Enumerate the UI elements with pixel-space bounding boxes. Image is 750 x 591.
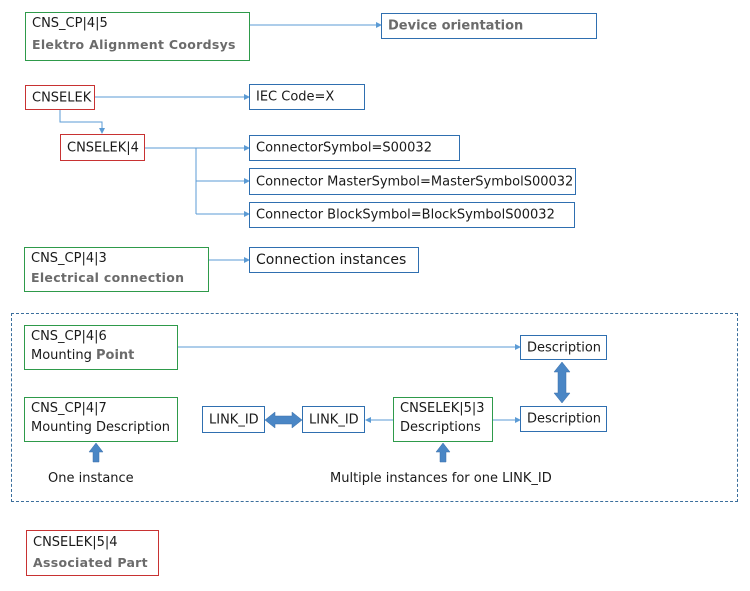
box-description-bottom-label: Description bbox=[527, 411, 602, 427]
box-cns-cp-4-6[interactable]: CNS_CP|4|6 Mounting Point bbox=[24, 325, 178, 370]
box-iec-code-label: IEC Code=X bbox=[256, 89, 335, 105]
box-cnselek-4-label: CNSELEK|4 bbox=[67, 140, 139, 155]
box-cnselek-5-3-title: CNSELEK|5|3 bbox=[400, 401, 485, 416]
box-iec-code[interactable]: IEC Code=X bbox=[249, 84, 365, 110]
box-link-id-right[interactable]: LINK_ID bbox=[302, 406, 365, 433]
box-description-top-label: Description bbox=[527, 340, 602, 355]
box-connector-master-symbol[interactable]: Connector MasterSymbol=MasterSymbolS0003… bbox=[249, 168, 576, 195]
label-multiple-instances: Multiple instances for one LINK_ID bbox=[330, 471, 552, 486]
box-cns-cp-4-6-subtitle-b: Point bbox=[95, 348, 135, 363]
box-cnselek-5-3[interactable]: CNSELEK|5|3 Descriptions bbox=[393, 397, 493, 442]
arrow-cnselek-to-cnselek-4 bbox=[59, 110, 105, 134]
box-cnselek-4[interactable]: CNSELEK|4 bbox=[60, 134, 145, 161]
box-cnselek-5-3-subtitle: Descriptions bbox=[400, 420, 481, 435]
box-link-id-left-label: LINK_ID bbox=[209, 412, 259, 427]
box-cns-cp-4-6-title: CNS_CP|4|6 bbox=[31, 329, 107, 344]
box-connector-master-symbol-label: Connector MasterSymbol=MasterSymbolS0003… bbox=[256, 174, 574, 189]
box-cnselek-5-4-subtitle: Associated Part bbox=[33, 555, 148, 570]
box-link-id-left[interactable]: LINK_ID bbox=[202, 406, 265, 433]
box-device-orientation[interactable]: Device orientation bbox=[381, 13, 597, 39]
box-description-bottom[interactable]: Description bbox=[520, 406, 607, 432]
box-cnselek-5-4-title: CNSELEK|5|4 bbox=[33, 535, 118, 550]
box-description-top[interactable]: Description bbox=[520, 335, 607, 360]
box-cns-cp-4-3-subtitle: Electrical connection bbox=[31, 270, 185, 285]
box-cnselek-5-4[interactable]: CNSELEK|5|4 Associated Part bbox=[26, 530, 159, 576]
box-connector-symbol[interactable]: ConnectorSymbol=S00032 bbox=[249, 135, 460, 161]
box-cns-cp-4-5-title: CNS_CP|4|5 bbox=[32, 16, 108, 31]
box-cnselek-label: CNSELEK bbox=[32, 90, 92, 105]
box-connection-instances[interactable]: Connection instances bbox=[249, 247, 419, 273]
box-connection-instances-label: Connection instances bbox=[256, 252, 407, 268]
box-connector-symbol-label: ConnectorSymbol=S00032 bbox=[256, 140, 432, 156]
box-cns-cp-4-7-title: CNS_CP|4|7 bbox=[31, 401, 107, 416]
double-arrow-description bbox=[553, 361, 571, 404]
box-cns-cp-4-7-subtitle: Mounting Description bbox=[31, 420, 171, 435]
box-connector-block-symbol[interactable]: Connector BlockSymbol=BlockSymbolS00032 bbox=[249, 202, 575, 228]
box-device-orientation-label: Device orientation bbox=[388, 18, 524, 34]
box-cnselek[interactable]: CNSELEK bbox=[25, 85, 95, 110]
box-cns-cp-4-3-title: CNS_CP|4|3 bbox=[31, 251, 107, 266]
up-arrow-one-instance bbox=[88, 442, 104, 463]
box-link-id-right-label: LINK_ID bbox=[309, 412, 359, 427]
box-cns-cp-4-5[interactable]: CNS_CP|4|5 Elektro Alignment Coordsys bbox=[25, 12, 250, 61]
box-cns-cp-4-6-subtitle: Mounting Point bbox=[31, 348, 134, 363]
box-cns-cp-4-6-subtitle-a: Mounting bbox=[31, 348, 96, 363]
box-connector-block-symbol-label: Connector BlockSymbol=BlockSymbolS00032 bbox=[256, 207, 555, 223]
box-cns-cp-4-5-subtitle: Elektro Alignment Coordsys bbox=[32, 37, 236, 52]
label-one-instance: One instance bbox=[48, 471, 134, 486]
mounting-group-region bbox=[11, 313, 738, 502]
up-arrow-multiple-instances bbox=[435, 442, 451, 463]
box-cns-cp-4-3[interactable]: CNS_CP|4|3 Electrical connection bbox=[24, 247, 209, 292]
box-cns-cp-4-7[interactable]: CNS_CP|4|7 Mounting Description bbox=[24, 397, 178, 442]
